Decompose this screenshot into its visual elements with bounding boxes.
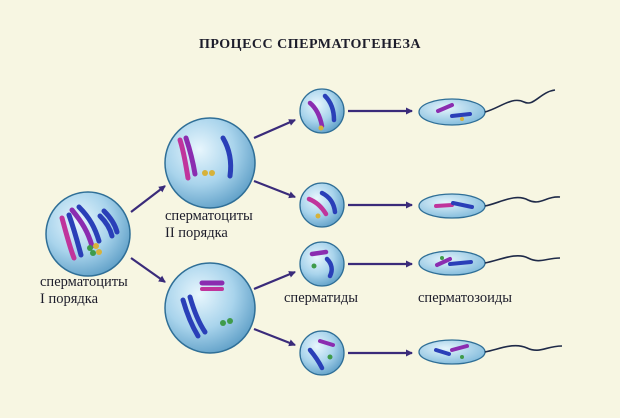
centrioles — [87, 243, 102, 256]
primary-spermatocyte-cell — [45, 191, 131, 277]
secondary-spermatocyte-bottom — [164, 262, 256, 354]
label-primary-spermatocytes-line2: I порядка — [40, 291, 99, 307]
arrow-primary-to-secondary-top — [130, 185, 166, 213]
arrow-secondary-top-to-spermatid-1 — [253, 118, 296, 140]
diagram-title: ПРОЦЕСС СПЕРМАТОГЕНЕЗА — [198, 37, 422, 52]
spermatozoon-4 — [418, 339, 563, 365]
label-secondary-spermatocytes-line1: сперматоциты — [165, 208, 253, 224]
arrow-secondary-bottom-to-spermatid-3 — [253, 270, 296, 291]
arrow-secondary-bottom-to-spermatid-4 — [253, 327, 296, 347]
spermatid-3 — [299, 241, 345, 287]
spermatid-1 — [299, 88, 345, 134]
label-spermatozoa: сперматозоиды — [418, 290, 512, 306]
arrow-primary-to-secondary-bottom — [130, 257, 166, 283]
spermatozoon-1 — [418, 89, 556, 126]
label-spermatids: сперматиды — [284, 290, 359, 306]
spermatid-2 — [299, 182, 345, 228]
secondary-spermatocyte-top — [164, 117, 256, 209]
label-secondary-spermatocytes-line2: II порядка — [165, 225, 228, 241]
arrows — [130, 107, 413, 357]
label-primary-spermatocytes-line1: сперматоциты — [40, 274, 128, 290]
arrow-secondary-top-to-spermatid-2 — [253, 179, 296, 199]
spermatid-4 — [299, 330, 345, 376]
spermatozoon-2 — [418, 193, 561, 219]
spermatozoon-3 — [418, 250, 561, 276]
